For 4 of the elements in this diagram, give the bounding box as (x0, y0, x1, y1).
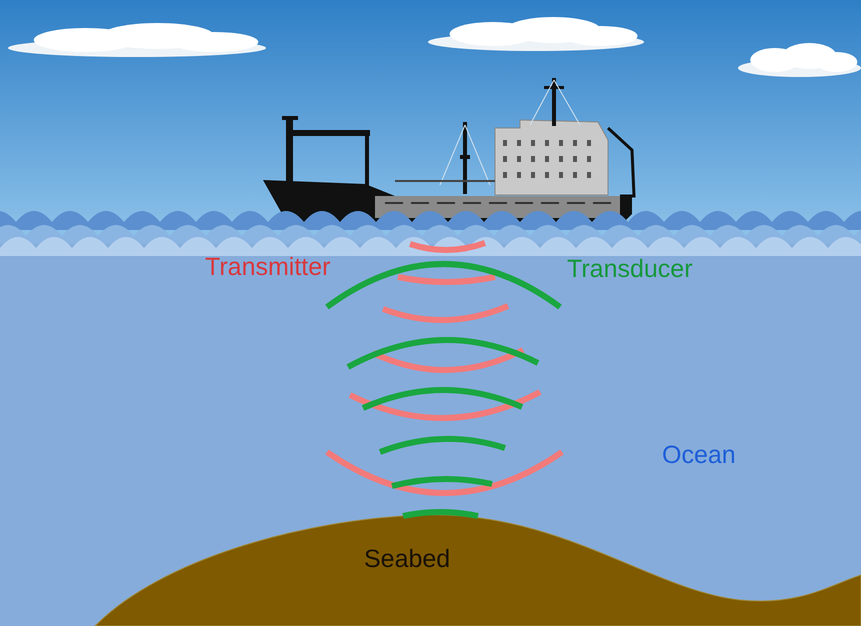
transmitter-label: Transmitter (205, 255, 330, 280)
transducer-label: Transducer (567, 257, 693, 282)
seabed-label: Seabed (364, 547, 450, 572)
ocean-label: Ocean (662, 443, 736, 468)
